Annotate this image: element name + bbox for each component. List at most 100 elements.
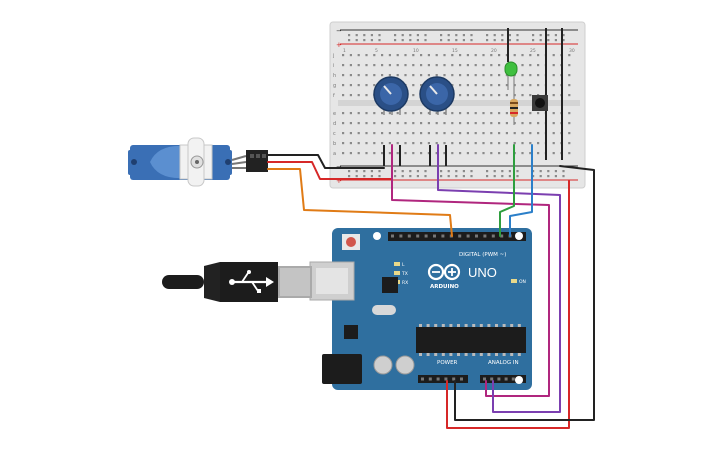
hole: [342, 112, 345, 115]
hole: [451, 54, 454, 57]
hole: [378, 39, 381, 42]
hole: [537, 152, 540, 155]
hole: [532, 175, 535, 178]
hole: [435, 122, 438, 125]
hole: [537, 112, 540, 115]
hole: [466, 122, 469, 125]
hole: [401, 34, 404, 37]
hole: [441, 324, 445, 327]
hole: [435, 54, 438, 57]
hole: [568, 74, 571, 77]
hole: [404, 132, 407, 135]
hole: [552, 122, 555, 125]
hole: [466, 152, 469, 155]
servo-cable: [231, 150, 268, 172]
hole: [443, 112, 446, 115]
potentiometer-icon[interactable]: [373, 76, 409, 115]
hole: [363, 170, 366, 173]
hole: [373, 132, 376, 135]
hole: [486, 34, 489, 37]
hole: [342, 74, 345, 77]
hole: [412, 132, 415, 135]
hole: [342, 152, 345, 155]
hole: [365, 142, 368, 145]
hole: [441, 353, 445, 356]
hole: [510, 324, 514, 327]
board-brand: ARDUINO: [430, 284, 459, 290]
hole: [381, 132, 384, 135]
hole: [537, 122, 540, 125]
hole: [472, 324, 476, 327]
hole: [547, 34, 550, 37]
hole: [466, 94, 469, 97]
hole: [420, 132, 423, 135]
hole: [427, 132, 430, 135]
hole: [529, 64, 532, 67]
hole: [404, 112, 407, 115]
hole: [501, 34, 504, 37]
hole: [388, 74, 391, 77]
hole: [449, 353, 453, 356]
hole: [357, 84, 360, 87]
hole: [482, 132, 485, 135]
hole: [547, 39, 550, 42]
hole: [440, 34, 443, 37]
col-number-5: 5: [375, 48, 378, 54]
hole: [490, 64, 493, 67]
hole: [505, 94, 508, 97]
potentiometer-icon[interactable]: [419, 76, 455, 115]
hole: [458, 234, 462, 238]
hole: [409, 175, 412, 178]
hole: [482, 94, 485, 97]
hole: [348, 34, 351, 37]
hole: [436, 377, 440, 381]
hole: [434, 324, 438, 327]
hole: [451, 64, 454, 67]
usb-cable[interactable]: [162, 262, 312, 302]
hole: [475, 234, 478, 238]
hole: [349, 122, 352, 125]
hole: [466, 84, 469, 87]
rail-minus-label-top: −: [336, 27, 342, 35]
hole: [529, 74, 532, 77]
hole: [505, 54, 508, 57]
hole: [552, 112, 555, 115]
led-label-tx: TX: [401, 271, 408, 277]
hole: [424, 34, 427, 37]
hole: [396, 54, 399, 57]
hole: [529, 112, 532, 115]
breadboard-holes: [342, 34, 571, 178]
hole: [412, 64, 415, 67]
hole: [490, 84, 493, 87]
hole: [363, 34, 366, 37]
row-letter-f: f: [333, 93, 335, 99]
hole: [495, 324, 498, 327]
hole: [447, 39, 450, 42]
hole: [440, 170, 443, 173]
led-icon[interactable]: [504, 61, 518, 90]
hole: [493, 34, 496, 37]
servo-icon[interactable]: [128, 137, 232, 187]
hole: [349, 84, 352, 87]
hole: [568, 122, 571, 125]
hole: [513, 84, 516, 87]
hole: [451, 142, 454, 145]
hole: [516, 34, 519, 37]
hole: [552, 94, 555, 97]
hole: [521, 142, 524, 145]
hole: [498, 94, 501, 97]
hole: [517, 353, 521, 356]
hole: [521, 84, 524, 87]
hole: [455, 175, 458, 178]
hole: [370, 34, 373, 37]
pushbutton-icon[interactable]: [532, 95, 548, 111]
hole: [365, 54, 368, 57]
resistor-icon[interactable]: [510, 90, 518, 125]
hole: [412, 84, 415, 87]
hole: [554, 34, 557, 37]
hole: [521, 132, 524, 135]
hole: [357, 122, 360, 125]
hole: [399, 234, 403, 238]
hole: [404, 64, 407, 67]
hole: [470, 175, 473, 178]
